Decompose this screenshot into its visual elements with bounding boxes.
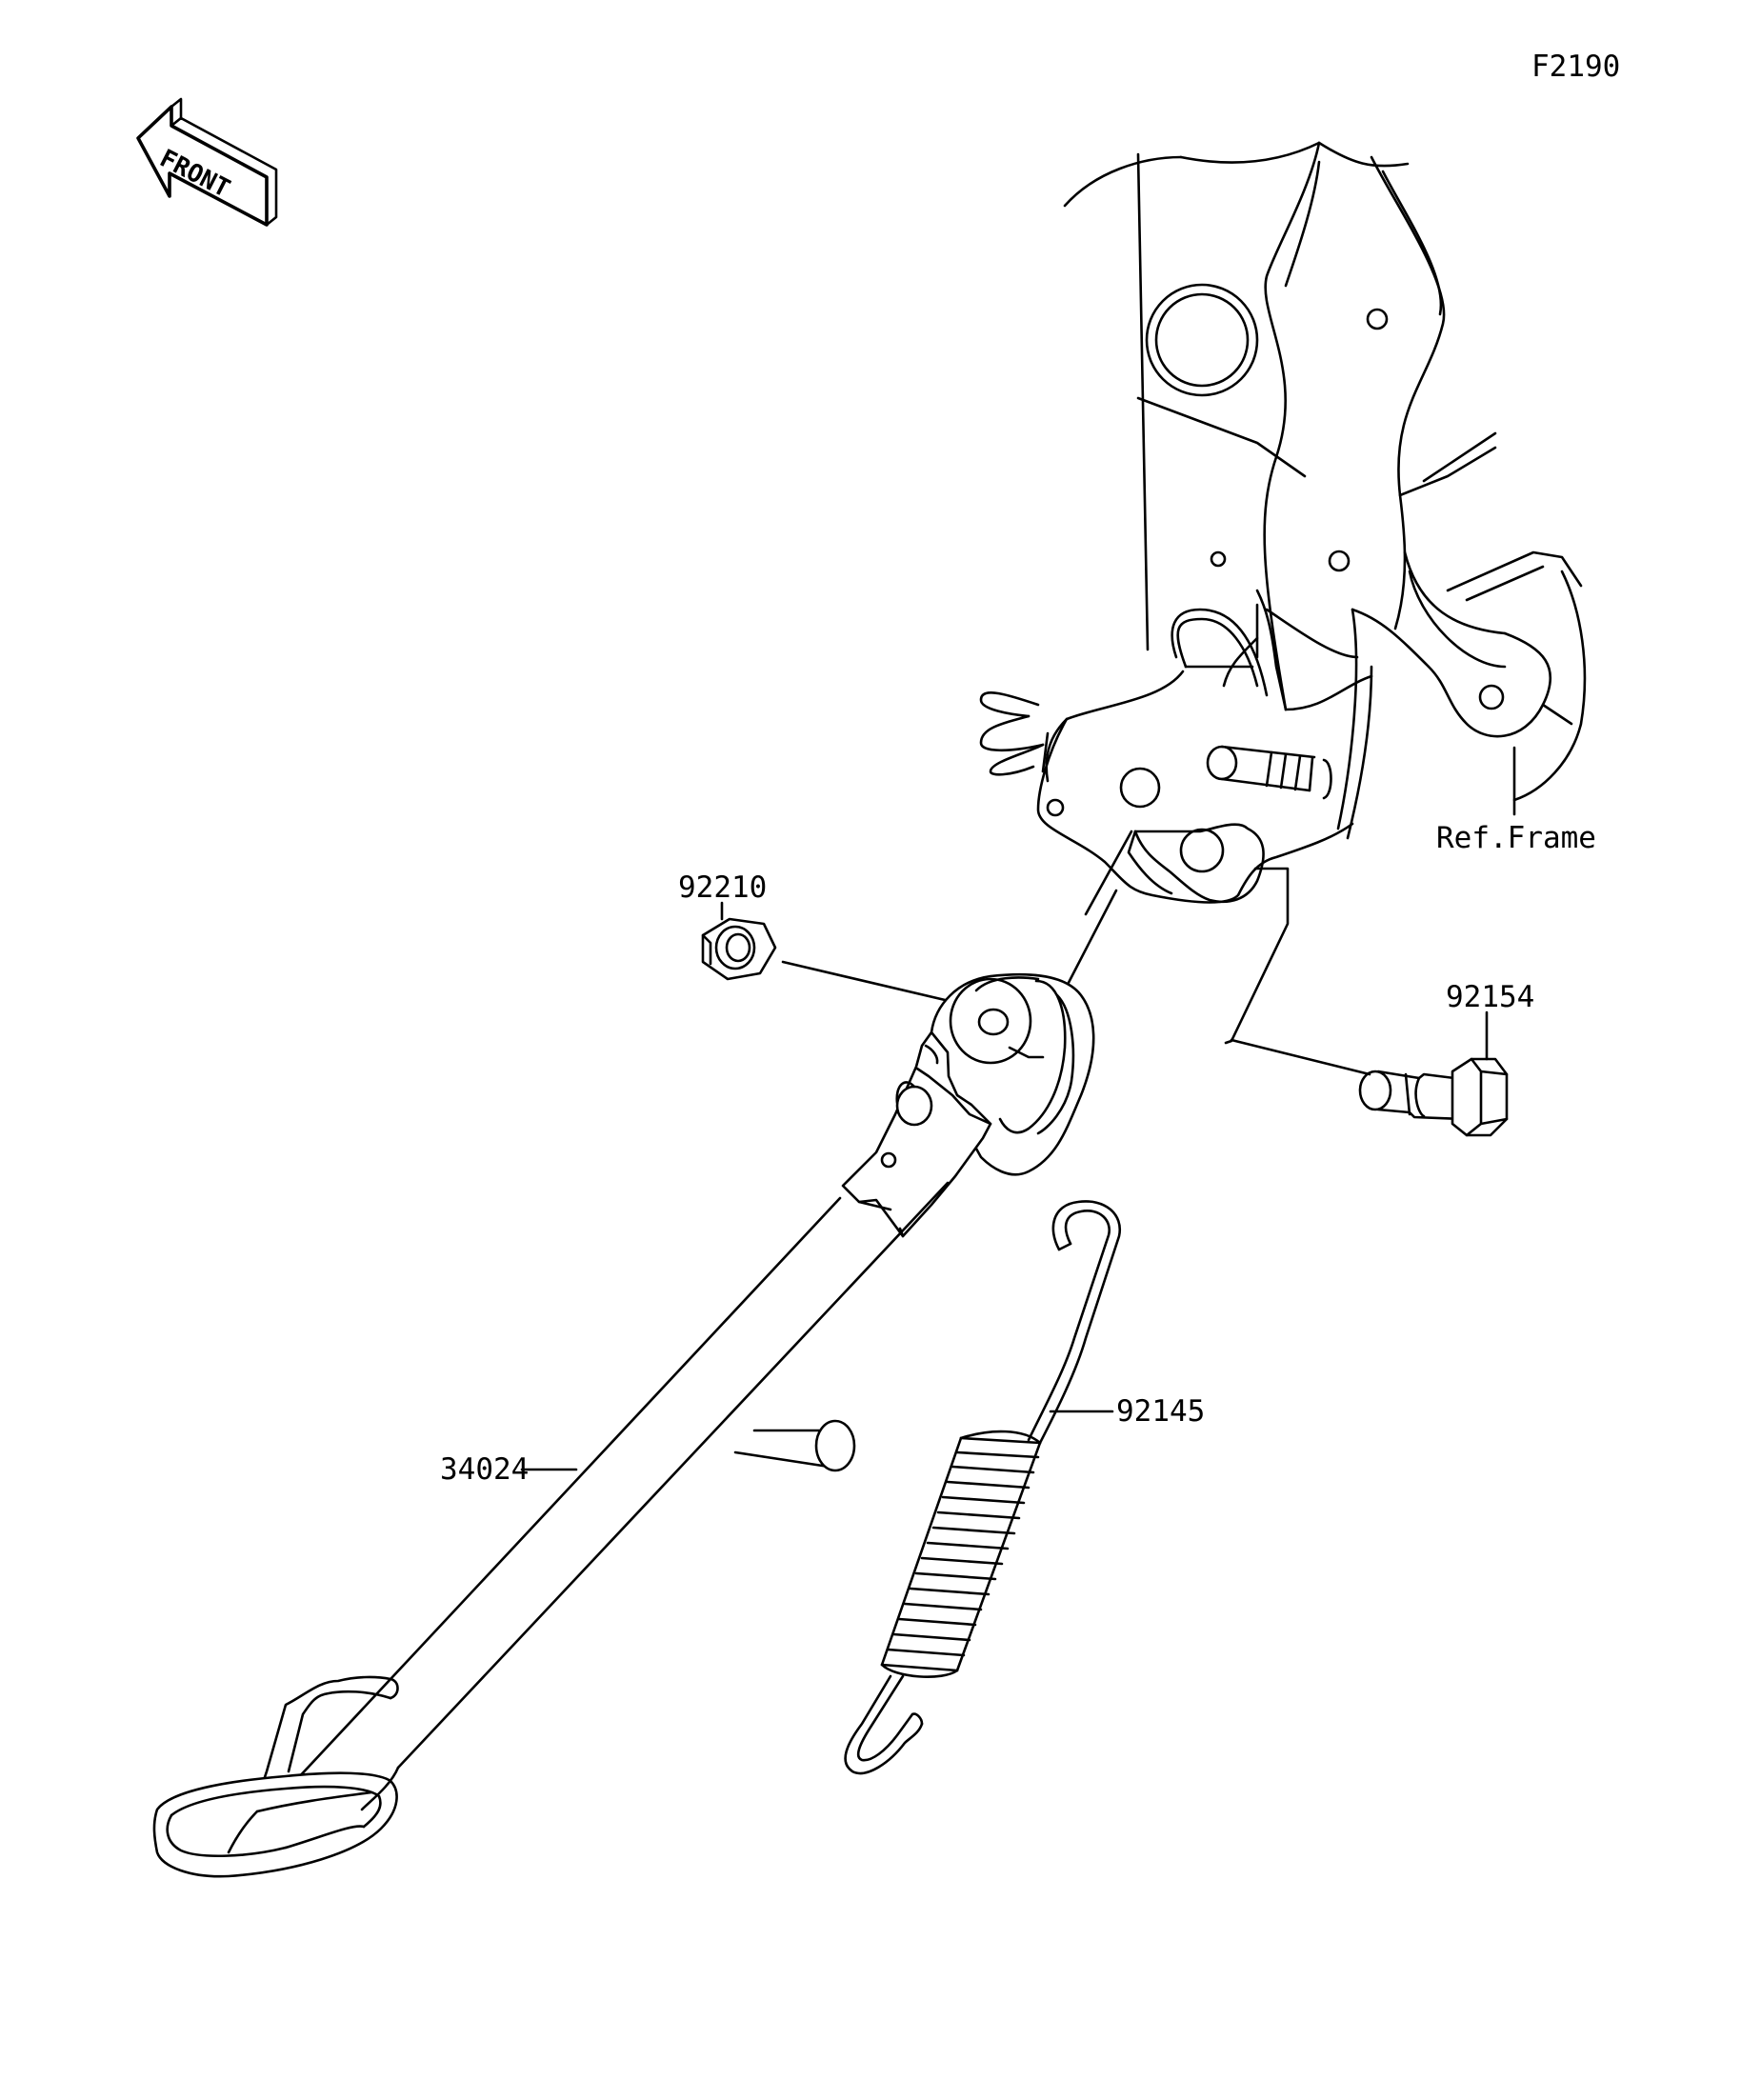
frame-drawing [979, 141, 1587, 904]
frame-label: Ref.Frame [1436, 821, 1596, 855]
bolt-part-number: 92154 [1446, 980, 1534, 1014]
spring-part [844, 1200, 1122, 1775]
side-stand-callout: 34024 [440, 1452, 578, 1487]
frame-callout: Ref.Frame [1436, 746, 1596, 855]
side-stand-part [152, 830, 1133, 1878]
nut-callout: 92210 [678, 870, 1040, 1024]
front-arrow-icon: FRONT [136, 97, 278, 227]
spring-callout: 92145 [1049, 1394, 1205, 1429]
nut-part-number: 92210 [678, 870, 767, 905]
bolt-callout: 92154 [1224, 867, 1534, 1076]
bolt-part [1358, 1057, 1509, 1137]
spring-part-number: 92145 [1116, 1394, 1205, 1429]
side-stand-part-number: 34024 [440, 1452, 529, 1487]
nut-part [701, 917, 777, 981]
figure-code: F2190 [1531, 50, 1620, 84]
